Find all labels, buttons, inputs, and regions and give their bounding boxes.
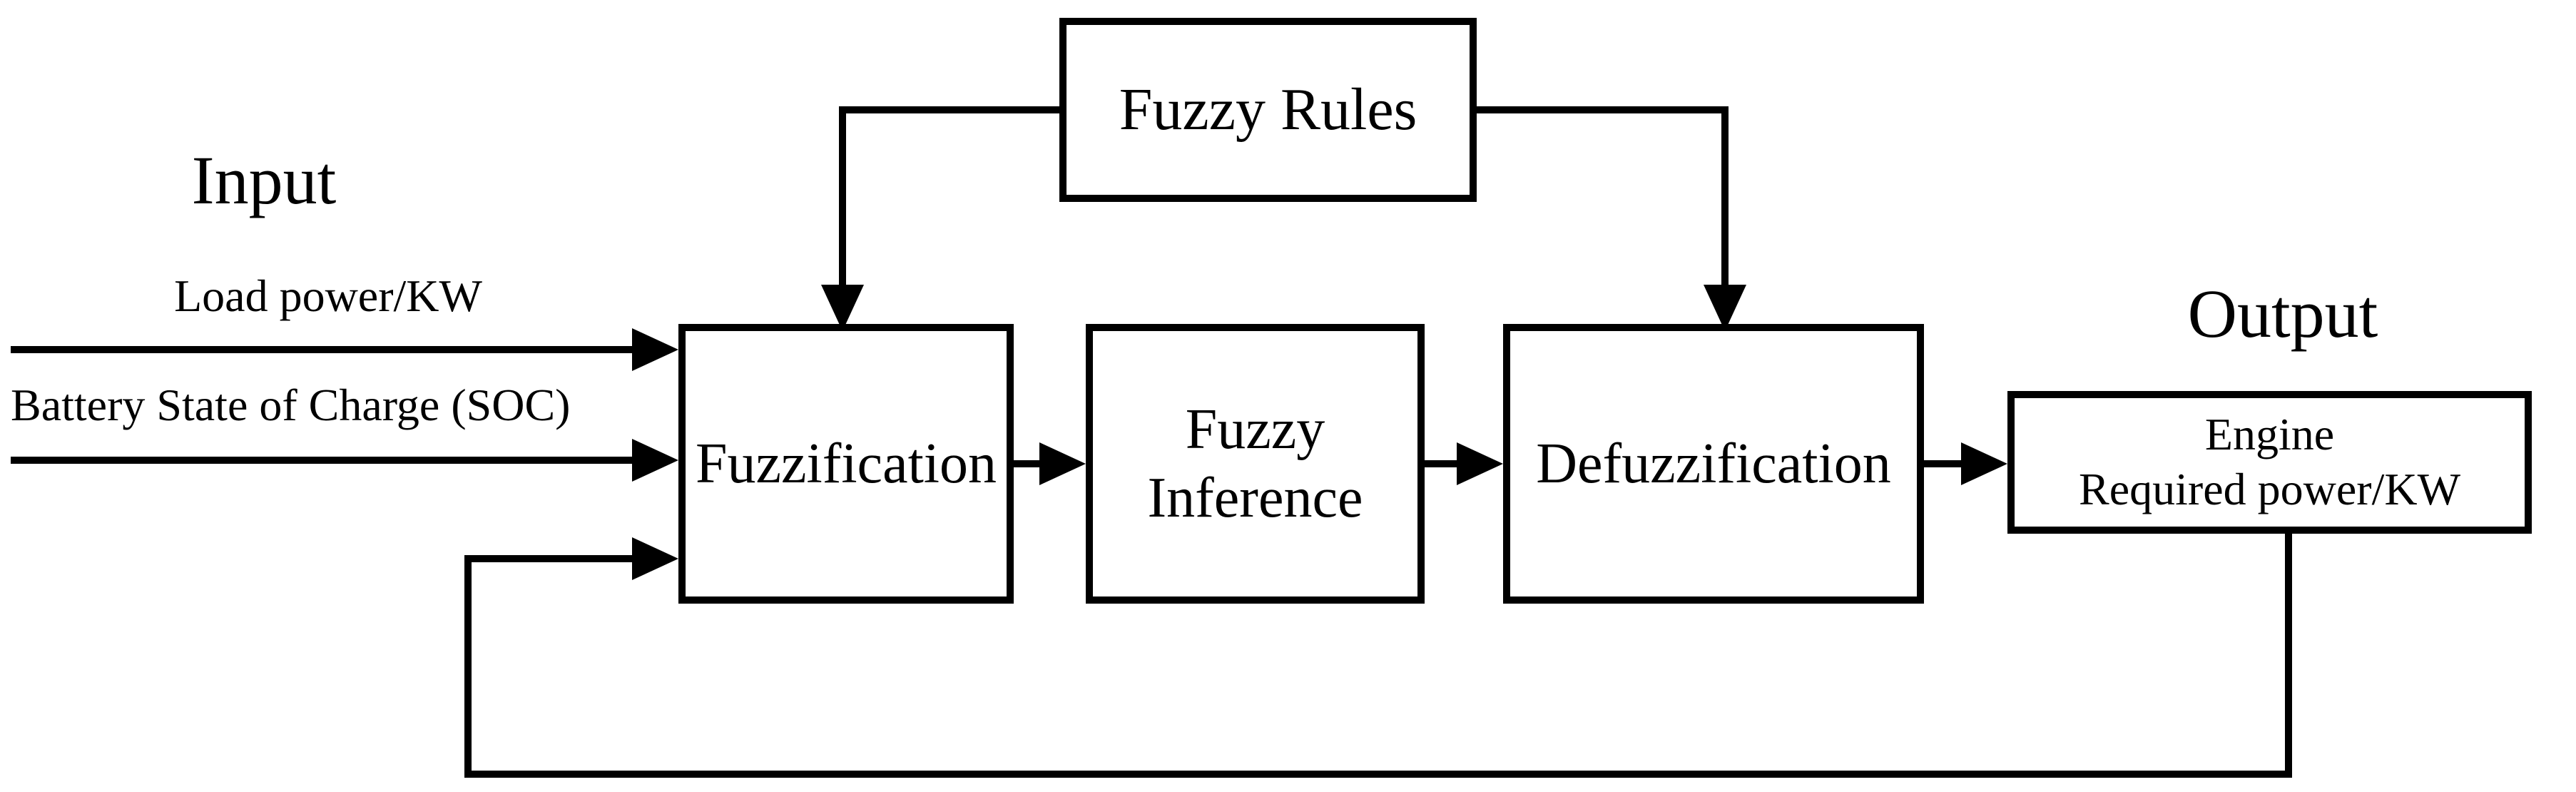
fuzzy-rules-label: Fuzzy Rules <box>1119 76 1417 143</box>
feedback-arrow-head-icon <box>632 537 678 580</box>
input-heading: Input <box>191 142 337 218</box>
defuzzification-box: Defuzzification <box>1503 324 1924 604</box>
feedback-drop-vline <box>2285 532 2292 778</box>
battery-soc-label: Battery State of Charge (SOC) <box>11 380 571 430</box>
input-arrow1-line <box>11 346 635 353</box>
feedback-return-line <box>464 555 635 562</box>
fuzzy-rules-box: Fuzzy Rules <box>1059 18 1477 202</box>
rules-right-head-icon <box>1704 285 1746 331</box>
flow-arrow1-line <box>1011 460 1043 467</box>
feedback-rise-vline <box>464 555 472 778</box>
fuzzification-box: Fuzzification <box>678 324 1014 604</box>
engine-output-box: Engine Required power/KW <box>2007 391 2532 534</box>
engine-label-line2: Required power/KW <box>2079 464 2460 514</box>
flow-arrow3-head-icon <box>1961 442 2007 485</box>
flow-arrow1-head-icon <box>1039 442 1086 485</box>
flow-arrow2-line <box>1422 460 1457 467</box>
fuzzy-inference-label-line2: Inference <box>1147 467 1363 529</box>
flow-arrow3-line <box>1921 460 1964 467</box>
fuzzy-inference-label-line1: Fuzzy <box>1185 398 1325 461</box>
input-arrow2-line <box>11 457 635 464</box>
fuzzy-inference-box: Fuzzy Inference <box>1086 324 1425 604</box>
rules-right-hline <box>1473 106 1729 113</box>
rules-left-hline <box>842 106 1063 113</box>
output-heading: Output <box>2187 275 2378 352</box>
rules-left-head-icon <box>821 285 864 331</box>
defuzzification-label: Defuzzification <box>1536 432 1891 495</box>
input-arrow1-head-icon <box>632 328 678 371</box>
load-power-label: Load power/KW <box>174 270 482 321</box>
rules-right-vline <box>1721 106 1729 288</box>
rules-left-vline <box>839 106 846 288</box>
engine-label-line1: Engine <box>2204 409 2335 460</box>
fuzzification-label: Fuzzification <box>695 432 997 495</box>
flow-arrow2-head-icon <box>1457 442 1503 485</box>
feedback-bottom-hline <box>464 771 2292 778</box>
input-arrow2-head-icon <box>632 439 678 482</box>
